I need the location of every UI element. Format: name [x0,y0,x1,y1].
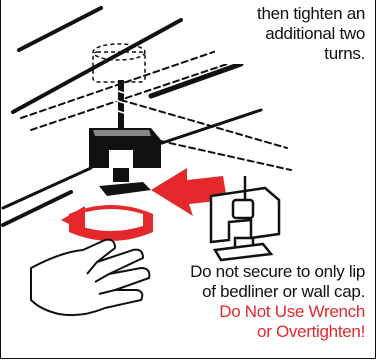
rotation-arrow-icon [61,205,153,241]
instruction-line: then tighten an [215,4,365,24]
caution-line: Do not secure to only lip [145,262,365,282]
caution-note: Do not secure to only lip of bedliner or… [145,262,365,342]
hand-icon [31,240,149,315]
caution-line: of bedliner or wall cap. [145,282,365,302]
instruction-line: turns. [215,44,365,64]
instruction-line: additional two [215,24,365,44]
tighten-instruction: then tighten an additional two turns. [215,4,365,64]
warning-line: or Overtighten! [145,322,365,342]
warning-line: Do Not Use Wrench [145,302,365,322]
